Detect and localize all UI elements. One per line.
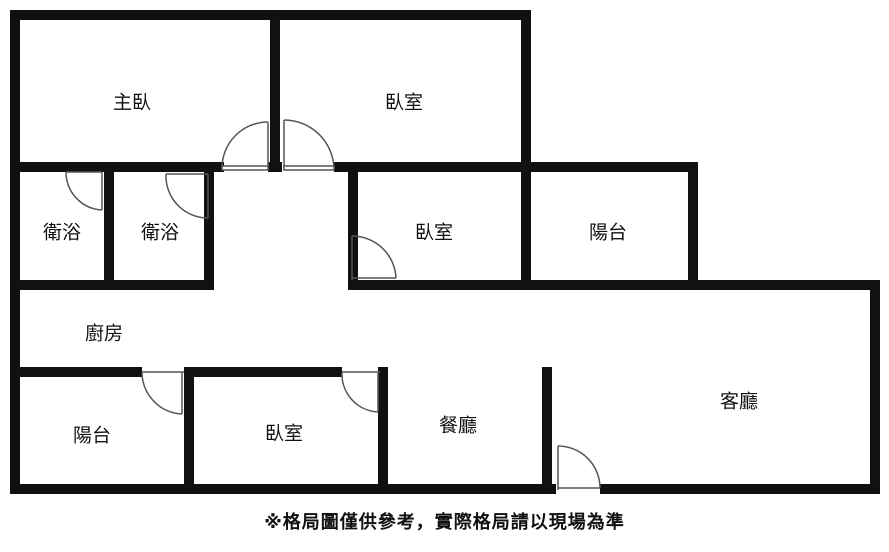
room-label-bedroom-top: 臥室 [385,92,423,114]
room-label-bedroom-bottom: 臥室 [265,423,303,445]
wall-balcony-right [688,162,698,286]
room-label-master-bedroom: 主臥 [113,92,151,114]
room-label-dining-room: 餐廳 [439,415,477,437]
wall-bedroom-divider [270,10,280,172]
room-label-balcony-top: 陽台 [589,222,627,244]
footer-disclaimer: ※格局圖僅供參考，實際格局請以現場為準 [264,512,625,533]
door-bathroom-2 [165,173,209,219]
wall-left [10,10,20,494]
room-label-balcony-bottom: 陽台 [73,425,111,447]
room-label-bathroom-2: 衛浴 [141,222,179,244]
room-label-living-room: 客廳 [720,391,758,413]
wall-under-bedroom [334,162,698,172]
door-bedroom-middle [351,235,397,280]
door-master-bedroom [221,121,269,171]
wall-lower-top-mid [184,367,342,377]
wall-under-master-right [268,162,282,172]
wall-lower-divider-2 [378,367,388,494]
wall-bedroom-balcony-divider [521,162,531,282]
door-bathroom-1 [65,171,103,211]
wall-bath-bottom [10,280,214,290]
wall-top-right-vertical [521,10,531,168]
wall-under-master-left [10,162,224,172]
wall-dining-living [542,367,552,494]
door-bedroom-top [283,119,335,171]
wall-lower-top-left [10,367,142,377]
wall-mid-bottom [348,280,880,290]
door-bedroom-bottom [341,371,380,413]
wall-bath-right [204,162,214,286]
wall-right [870,280,880,494]
room-labels: 主臥 臥室 衛浴 衛浴 臥室 陽台 廚房 陽台 臥室 餐廳 客廳 [43,92,758,447]
wall-bottom-left [10,484,556,494]
walls [10,10,880,494]
wall-bedroom-mid-left [348,162,358,290]
wall-bottom-right [600,484,880,494]
wall-bath-divider [104,162,114,286]
room-label-bathroom-1: 衛浴 [43,222,81,244]
room-label-bedroom-middle: 臥室 [415,222,453,244]
room-label-kitchen: 廚房 [85,322,123,345]
wall-lower-divider-1 [184,367,194,494]
doors [65,119,601,490]
door-entrance [557,445,601,490]
door-balcony-bottom [141,371,184,415]
